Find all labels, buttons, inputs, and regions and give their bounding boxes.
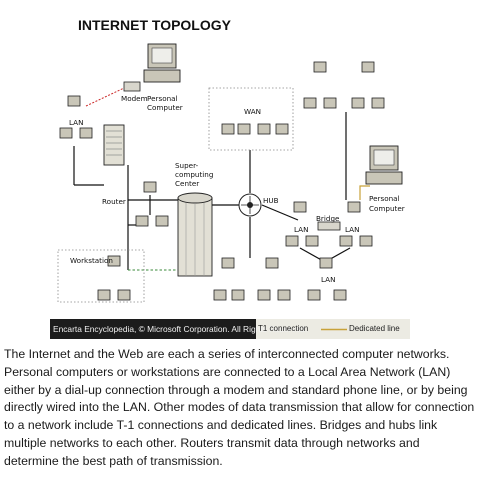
label-modem: Modem (121, 94, 148, 103)
personal-computer-top-icon (143, 43, 181, 83)
label-supercomputing-3: Center (175, 179, 199, 188)
label-router: Router (102, 197, 126, 206)
label-hub: HUB (263, 196, 279, 205)
caption-bar: Encarta Encyclopedia, © Microsoft Corpor… (50, 319, 410, 339)
label-supercomputing-2: computing (175, 170, 213, 179)
router-icon (103, 124, 125, 166)
hub-icon (238, 193, 262, 217)
label-lan-left: LAN (69, 118, 83, 127)
legend-dedicated-line-swatch (321, 328, 347, 331)
label-personal-computer-right-1: Personal (369, 194, 400, 203)
bridge-icon (317, 221, 341, 231)
lan-computer-nodes (59, 61, 385, 301)
label-lan-mid-left: LAN (294, 225, 308, 234)
label-wan: WAN (244, 107, 261, 116)
label-bridge: Bridge (316, 214, 340, 223)
legend-t1-connection: T1 connection (258, 324, 309, 333)
personal-computer-right-icon (365, 145, 403, 185)
dedicated-line (359, 185, 370, 200)
label-lan-mid-right: LAN (345, 225, 359, 234)
label-supercomputing-1: Super- (175, 161, 199, 170)
legend-dedicated-line: Dedicated line (349, 324, 400, 333)
t1-connection-line (85, 87, 125, 107)
label-lan-bottom: LAN (321, 275, 335, 284)
copyright-credit: Encarta Encyclopedia, © Microsoft Corpor… (50, 319, 307, 339)
label-personal-computer-top-1: Personal (147, 94, 178, 103)
supercomputer-icon (177, 192, 213, 277)
label-workstation: Workstation (70, 256, 113, 265)
label-personal-computer-top-2: Computer (147, 103, 183, 112)
description-paragraph: The Internet and the Web are each a seri… (4, 347, 475, 468)
label-personal-computer-right-2: Computer (369, 204, 405, 213)
page-title: INTERNET TOPOLOGY (78, 17, 231, 33)
modem-icon (123, 81, 141, 92)
workstation-boundary (57, 249, 145, 303)
wan-boundary (208, 87, 294, 151)
internet-topology-diagram: LAN Modem Personal Computer Router Works… (57, 43, 405, 303)
